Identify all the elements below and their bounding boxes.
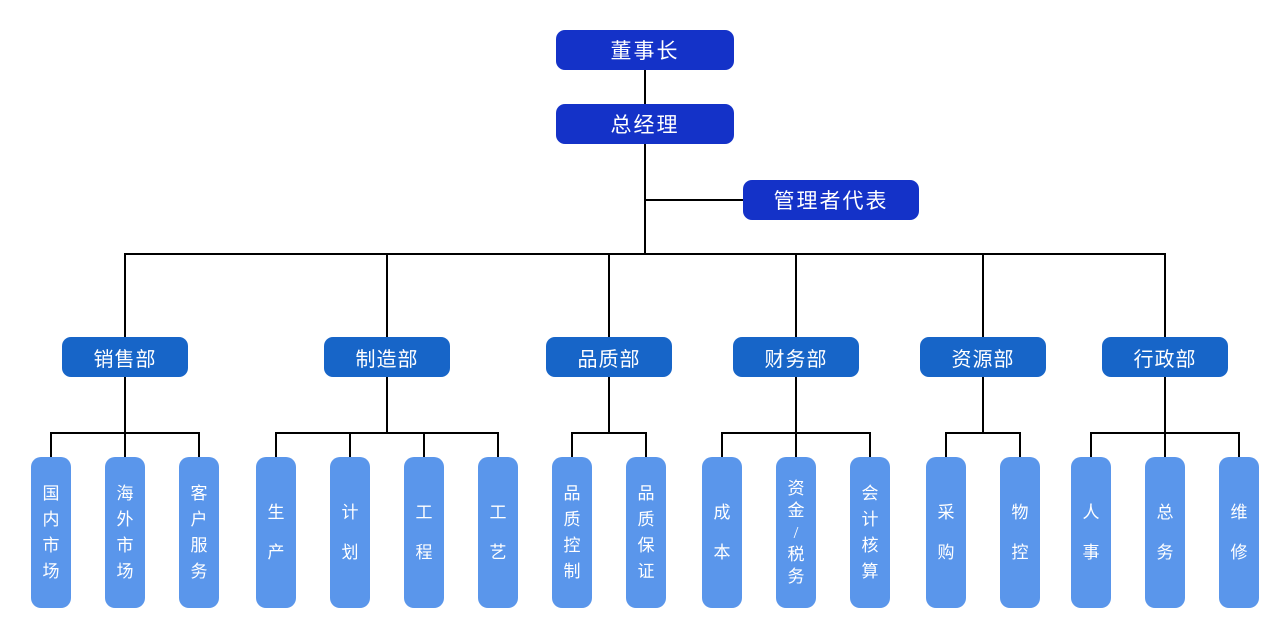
connector-line — [275, 432, 277, 457]
connector-line — [1090, 432, 1092, 457]
connector-line — [386, 377, 388, 432]
leaf-label: 采购 — [937, 503, 955, 562]
leaf-label: 成本 — [713, 503, 731, 562]
connector-line — [982, 377, 984, 432]
connector-line — [869, 432, 871, 457]
connector-line — [50, 432, 52, 457]
leaf-label: 工艺 — [489, 503, 507, 562]
connector-line — [1019, 432, 1021, 457]
connector-line — [275, 432, 499, 434]
connector-line — [349, 432, 351, 457]
department-label: 制造部 — [355, 348, 419, 371]
node-department-administration: 行政部 — [1102, 337, 1228, 377]
node-department-finance: 财务部 — [733, 337, 859, 377]
leaf-label: 工程 — [415, 503, 433, 562]
leaf-node: 采购 — [926, 457, 966, 608]
connector-gm-representative — [645, 199, 743, 201]
leaf-label: 品质控制 — [563, 484, 581, 581]
node-management-representative: 管理者代表 — [743, 180, 919, 220]
node-chairman: 董事长 — [556, 30, 734, 70]
node-department-manufacturing: 制造部 — [324, 337, 450, 377]
node-department-sales: 销售部 — [62, 337, 188, 377]
connector-line — [608, 253, 610, 337]
connector-line — [1164, 377, 1166, 432]
connector-line — [945, 432, 1021, 434]
connector-line — [982, 253, 984, 337]
leaf-node: 资金/税务 — [776, 457, 816, 608]
connector-line — [124, 432, 126, 457]
leaf-label: 人事 — [1082, 503, 1100, 562]
department-label: 品质部 — [577, 348, 641, 371]
node-department-resources: 资源部 — [920, 337, 1046, 377]
department-label: 财务部 — [764, 348, 828, 371]
leaf-node: 人事 — [1071, 457, 1111, 608]
leaf-node: 国内市场 — [31, 457, 71, 608]
connector-line — [571, 432, 647, 434]
leaf-label: 计划 — [341, 503, 359, 562]
connector-line — [795, 253, 797, 337]
connector-line — [198, 432, 200, 457]
leaf-node: 品质控制 — [552, 457, 592, 608]
department-label: 行政部 — [1133, 348, 1197, 371]
leaf-label: 物控 — [1011, 503, 1029, 562]
leaf-label: 生产 — [267, 503, 285, 562]
connector-line — [124, 377, 126, 432]
leaf-label: 国内市场 — [42, 484, 60, 581]
connector-line — [1164, 253, 1166, 337]
connector-line — [795, 377, 797, 432]
leaf-node: 总务 — [1145, 457, 1185, 608]
leaf-node: 客户服务 — [179, 457, 219, 608]
leaf-label: 海外市场 — [116, 484, 134, 581]
node-department-quality: 品质部 — [546, 337, 672, 377]
leaf-label: 品质保证 — [637, 484, 655, 581]
connector-line — [608, 377, 610, 432]
leaf-node: 品质保证 — [626, 457, 666, 608]
node-general-manager: 总经理 — [556, 104, 734, 144]
department-label: 资源部 — [951, 348, 1015, 371]
leaf-node: 工程 — [404, 457, 444, 608]
leaf-node: 生产 — [256, 457, 296, 608]
connector-line — [571, 432, 573, 457]
connector-line — [645, 432, 647, 457]
node-management-representative-label: 管理者代表 — [773, 189, 889, 213]
leaf-label: 总务 — [1156, 503, 1174, 562]
node-general-manager-label: 总经理 — [610, 113, 680, 137]
node-chairman-label: 董事长 — [610, 39, 680, 63]
leaf-node: 计划 — [330, 457, 370, 608]
leaf-label: 客户服务 — [190, 484, 208, 581]
connector-chairman-gm — [644, 70, 646, 104]
connector-line — [795, 432, 797, 457]
leaf-label: 会计核算 — [861, 484, 879, 581]
leaf-node: 成本 — [702, 457, 742, 608]
connector-line — [386, 253, 388, 337]
connector-line — [945, 432, 947, 457]
leaf-node: 会计核算 — [850, 457, 890, 608]
connector-line — [124, 253, 126, 337]
department-label: 销售部 — [93, 348, 157, 371]
connector-line — [721, 432, 723, 457]
connector-line — [1164, 432, 1166, 457]
connector-department-distribution — [124, 253, 1166, 255]
connector-line — [423, 432, 425, 457]
leaf-node: 海外市场 — [105, 457, 145, 608]
leaf-node: 维修 — [1219, 457, 1259, 608]
leaf-node: 工艺 — [478, 457, 518, 608]
connector-line — [1238, 432, 1240, 457]
leaf-label: 资金/税务 — [787, 479, 805, 586]
leaf-label: 维修 — [1230, 503, 1248, 562]
connector-line — [497, 432, 499, 457]
leaf-node: 物控 — [1000, 457, 1040, 608]
